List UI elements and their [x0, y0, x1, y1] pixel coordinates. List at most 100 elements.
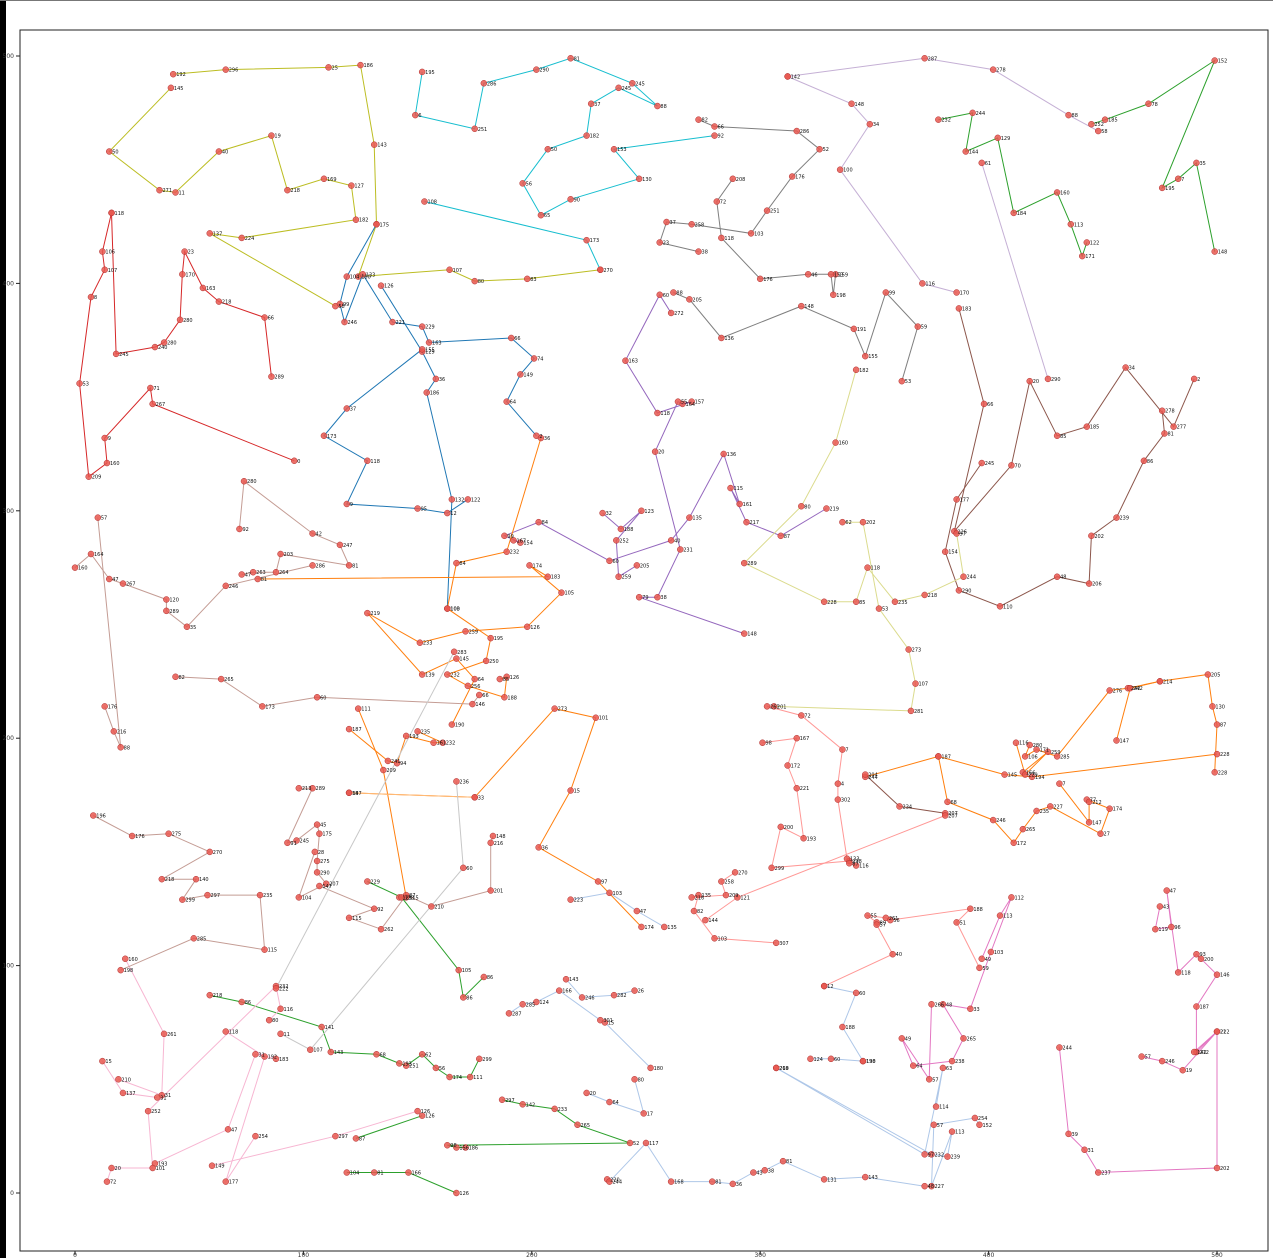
- point-label: 201: [494, 889, 504, 895]
- route-point: [206, 230, 214, 237]
- point-label: 37: [350, 406, 356, 412]
- route-point: [106, 148, 113, 155]
- route-line: [606, 1142, 925, 1187]
- route-line: [938, 112, 1088, 258]
- route-point: [1211, 57, 1218, 64]
- route-point: [1094, 127, 1102, 135]
- point-label: 47: [245, 572, 251, 578]
- route-line: [154, 1053, 277, 1164]
- point-label: 289: [747, 561, 757, 567]
- point-label: 164: [94, 552, 104, 558]
- point-label: 163: [628, 359, 638, 365]
- point-label: 188: [973, 907, 983, 913]
- point-label: 244: [966, 575, 976, 581]
- route-point: [722, 891, 730, 899]
- route-point: [718, 334, 725, 342]
- route-point: [654, 593, 661, 601]
- point-label: 138: [866, 1059, 876, 1065]
- route-point: [969, 109, 976, 117]
- route-point: [496, 675, 504, 683]
- route-point: [798, 503, 805, 510]
- point-label: 271: [163, 188, 173, 194]
- point-label: 95: [421, 507, 427, 513]
- route-point: [476, 691, 483, 699]
- route-point: [793, 127, 800, 135]
- route-point: [583, 132, 590, 139]
- route-line: [824, 985, 864, 1062]
- point-label: 110: [1003, 604, 1013, 610]
- route-point: [466, 1073, 474, 1081]
- point-label: 62: [845, 520, 851, 526]
- route-point: [103, 1178, 111, 1185]
- route-line: [953, 308, 1195, 532]
- route-line: [238, 480, 350, 575]
- route-point: [503, 673, 510, 681]
- point-label: 244: [868, 775, 878, 781]
- route-point: [450, 648, 458, 656]
- route-point: [996, 912, 1004, 919]
- point-label: 117: [649, 1141, 659, 1147]
- point-label: 139: [425, 673, 435, 679]
- route-point: [222, 66, 229, 73]
- point-label: 272: [674, 311, 684, 317]
- point-label: 80: [272, 1018, 278, 1024]
- point-label: 180: [361, 275, 371, 281]
- point-label: 126: [384, 284, 394, 290]
- point-label: 81: [352, 563, 358, 569]
- route-point: [1193, 159, 1200, 167]
- point-label: 19: [1186, 1068, 1192, 1074]
- route-point: [71, 564, 79, 571]
- point-label: 147: [1120, 738, 1130, 744]
- point-label: 126: [421, 1109, 431, 1115]
- point-label: 195: [494, 636, 504, 642]
- route-point: [1138, 1053, 1145, 1060]
- point-label: 251: [478, 127, 488, 133]
- point-label: 147: [322, 884, 332, 890]
- point-label: 200: [1204, 957, 1214, 963]
- route-point: [206, 848, 214, 856]
- route-point: [1033, 746, 1040, 753]
- route-point: [839, 518, 846, 526]
- point-label: 290: [320, 870, 330, 876]
- point-label: 174: [453, 1075, 463, 1081]
- point-label: 276: [1113, 688, 1123, 694]
- route-point: [594, 878, 602, 885]
- route-points: [71, 55, 1221, 1197]
- point-label: 15: [608, 1020, 614, 1026]
- point-label: 207: [329, 882, 339, 888]
- point-label: 74: [537, 356, 543, 362]
- point-label: 186: [430, 391, 440, 397]
- route-point: [779, 1157, 787, 1165]
- point-label: 31: [1088, 1148, 1094, 1154]
- point-label: 97: [601, 879, 607, 885]
- route-point: [523, 623, 531, 631]
- point-label: 12: [827, 984, 833, 990]
- route-point: [889, 950, 896, 958]
- point-label: 187: [352, 791, 362, 797]
- point-label: 218: [222, 300, 232, 306]
- route-point: [332, 1132, 339, 1140]
- point-label: 262: [384, 927, 394, 933]
- route-point: [277, 1005, 284, 1013]
- point-label: 186: [364, 63, 374, 69]
- route-point: [807, 1055, 814, 1063]
- point-label: 25: [332, 65, 338, 71]
- route-point: [711, 935, 718, 942]
- route-line: [673, 291, 919, 382]
- route-point: [345, 914, 353, 922]
- route-point: [1106, 805, 1113, 812]
- point-label: 233: [558, 1107, 568, 1113]
- point-label: 39: [1072, 1132, 1078, 1138]
- point-label: 172: [1017, 841, 1027, 847]
- point-label: 101: [156, 1166, 166, 1172]
- point-label: 7: [1062, 782, 1065, 788]
- route-point: [76, 380, 83, 387]
- route-point: [686, 296, 693, 303]
- route-point: [578, 994, 586, 1001]
- point-label: 184: [1017, 211, 1027, 217]
- point-label: 187: [941, 754, 951, 760]
- route-point: [859, 518, 867, 526]
- route-line: [716, 178, 837, 295]
- point-label: 119: [1158, 927, 1168, 933]
